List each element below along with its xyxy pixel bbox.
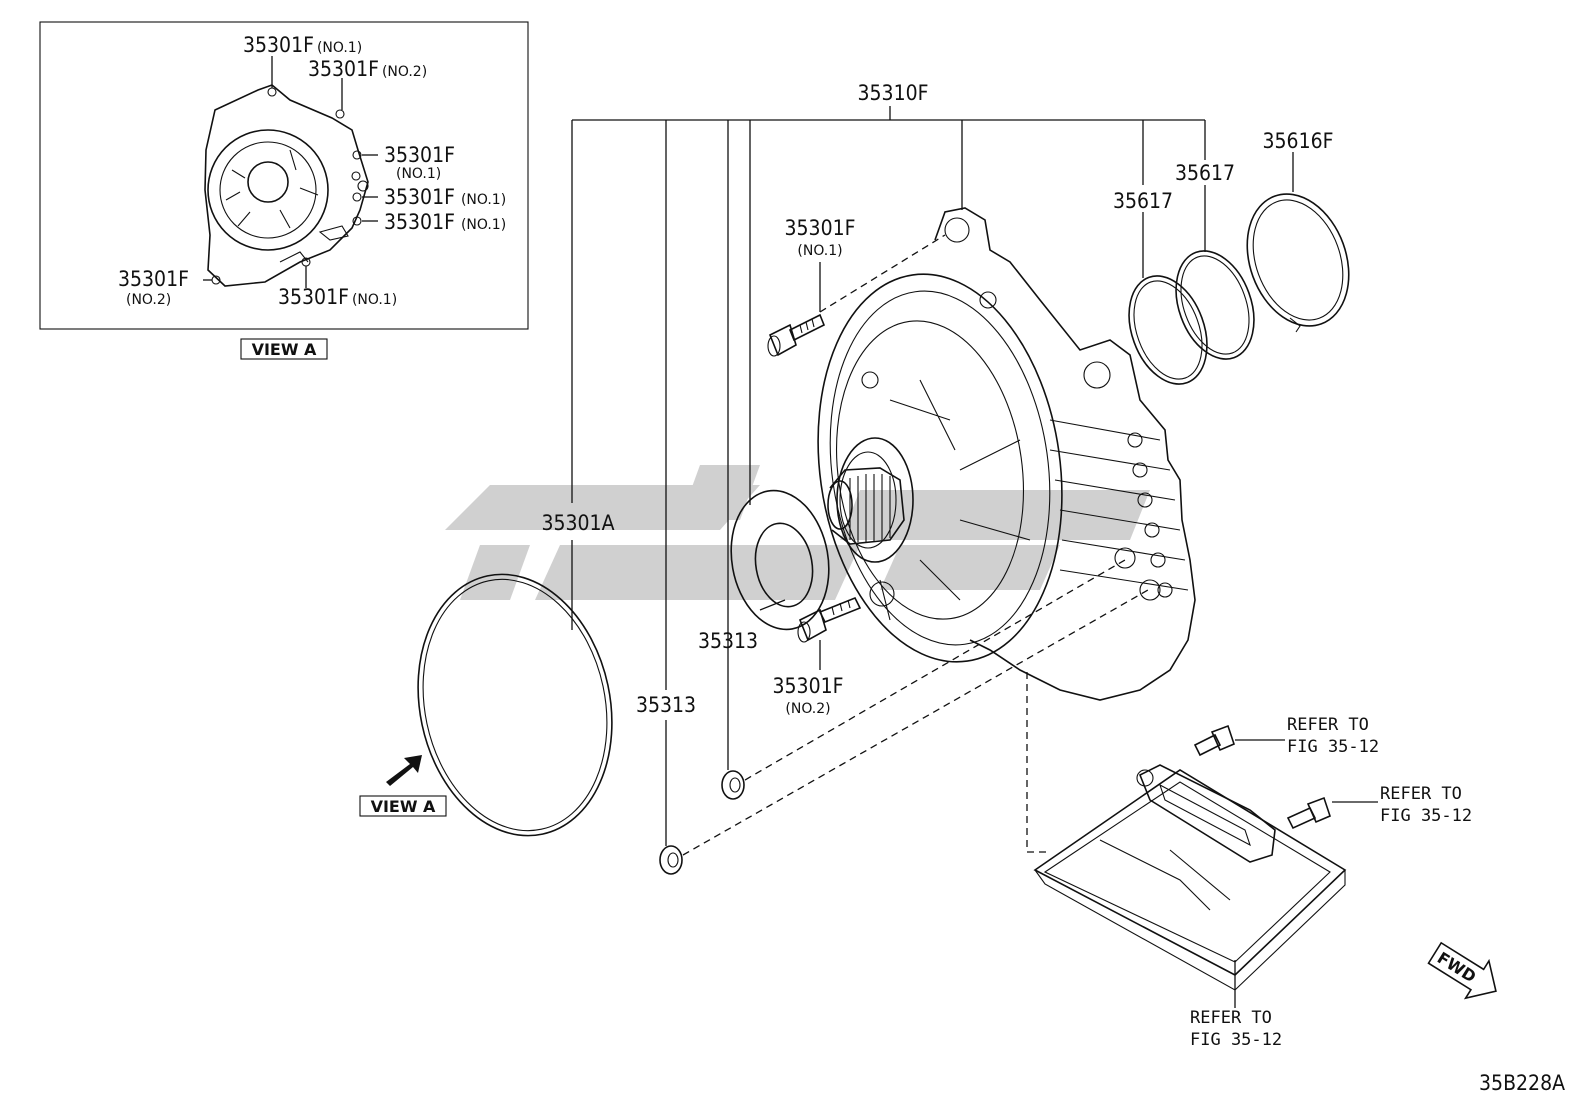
inset-label-2: 35301F(NO.2) bbox=[308, 57, 427, 81]
label-35301F-lower: 35301F bbox=[773, 674, 844, 698]
o-ring-35301A bbox=[417, 573, 613, 837]
bolt-lower bbox=[797, 596, 862, 643]
refer-2-line2: FIG 35-12 bbox=[1380, 806, 1472, 826]
refer-1-line2: FIG 35-12 bbox=[1287, 737, 1379, 757]
bolt-upper bbox=[767, 313, 826, 357]
view-a-marker-box bbox=[359, 795, 447, 817]
label-35313-a: 35313 bbox=[698, 629, 758, 653]
refer-3-line2: FIG 35-12 bbox=[1190, 1030, 1282, 1050]
refer-2-line1: REFER TO bbox=[1380, 784, 1462, 804]
view-a-arrow bbox=[386, 755, 422, 786]
inset-label-3-note: (NO.1) bbox=[396, 166, 441, 182]
seal-ring-35617-b bbox=[1175, 250, 1255, 360]
small-seal-b bbox=[659, 845, 683, 875]
fwd-arrow-icon: FWD bbox=[1427, 941, 1497, 1000]
diagram-code: 35B228A bbox=[1479, 1071, 1565, 1095]
inset-leaders bbox=[203, 56, 378, 288]
view-a-title: VIEW A bbox=[252, 340, 317, 359]
inset-label-6-note: (NO.2) bbox=[126, 292, 171, 308]
view-a-marker: VIEW A bbox=[371, 797, 436, 816]
seal-ring-35617-a bbox=[1128, 275, 1208, 385]
strainer-bolt-1 bbox=[1193, 724, 1235, 757]
main-leaders bbox=[571, 106, 1378, 1008]
watermark-logo bbox=[445, 465, 1150, 600]
oil-strainer bbox=[1033, 764, 1347, 991]
oil-pump-assembly bbox=[817, 207, 1196, 701]
label-35617-b: 35617 bbox=[1175, 161, 1235, 185]
view-a-inset: 35301F(NO.1) 35301F(NO.2) 35301F (NO.1) … bbox=[39, 21, 529, 360]
o-ring-35301A-inner bbox=[422, 578, 608, 832]
inset-label-3: 35301F bbox=[384, 143, 455, 167]
label-35313-b: 35313 bbox=[636, 693, 696, 717]
inset-label-7: 35301F(NO.1) bbox=[278, 285, 397, 309]
refer-3-line1: REFER TO bbox=[1190, 1008, 1272, 1028]
label-35301F-upper-note: (NO.1) bbox=[797, 243, 842, 259]
snap-ring-35616F bbox=[1246, 193, 1350, 333]
label-35301F-lower-note: (NO.2) bbox=[785, 701, 830, 717]
inset-label-6: 35301F bbox=[118, 267, 189, 291]
inset-label-5: 35301F(NO.1) bbox=[384, 210, 506, 234]
inset-label-1: 35301F(NO.1) bbox=[243, 33, 362, 57]
label-35301F-upper: 35301F bbox=[785, 216, 856, 240]
inset-pump-drawing bbox=[204, 84, 369, 287]
view-a-title-box bbox=[240, 338, 328, 360]
inset-label-4: 35301F(NO.1) bbox=[384, 185, 506, 209]
strainer-bolt-2 bbox=[1286, 796, 1331, 830]
label-35301A: 35301A bbox=[541, 511, 614, 535]
small-seal-a bbox=[721, 770, 745, 800]
refer-1-line1: REFER TO bbox=[1287, 715, 1369, 735]
oil-seal bbox=[730, 489, 830, 631]
label-35310F: 35310F bbox=[858, 81, 929, 105]
label-35616F: 35616F bbox=[1263, 129, 1334, 153]
label-35617-a: 35617 bbox=[1113, 189, 1173, 213]
